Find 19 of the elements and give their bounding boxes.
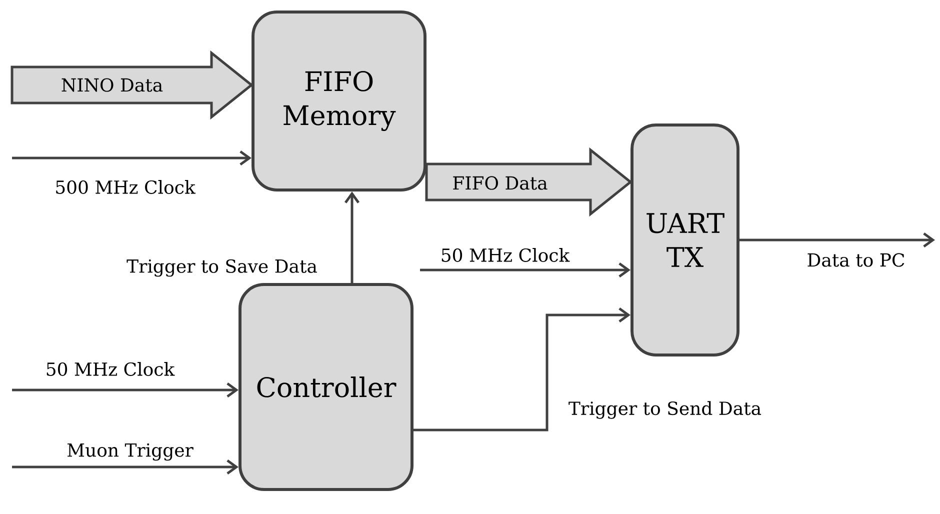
arrow <box>420 262 630 278</box>
arrow <box>12 382 238 398</box>
edge-label: 50 MHz Clock <box>442 248 570 262</box>
edge-label: 50 MHz Clock <box>46 362 175 376</box>
arrow <box>12 459 238 474</box>
edge-label: NINO Data <box>62 78 163 92</box>
arrow <box>414 307 630 432</box>
process-box: Controller <box>238 283 414 491</box>
arrow <box>740 232 935 248</box>
edge-label: Muon Trigger <box>67 443 194 461</box>
edge-label: FIFO Data <box>453 176 548 190</box>
edge-label: Trigger to Save Data <box>126 259 317 277</box>
process-box: FIFO Memory <box>252 10 426 192</box>
edge-label: Trigger to Send Data <box>568 401 762 419</box>
arrow <box>344 192 360 283</box>
edge-label: Data to PC <box>808 253 904 267</box>
edge-label: 500 MHz Clock <box>56 180 196 194</box>
arrow <box>12 150 252 166</box>
process-box: UART TX <box>630 124 740 356</box>
